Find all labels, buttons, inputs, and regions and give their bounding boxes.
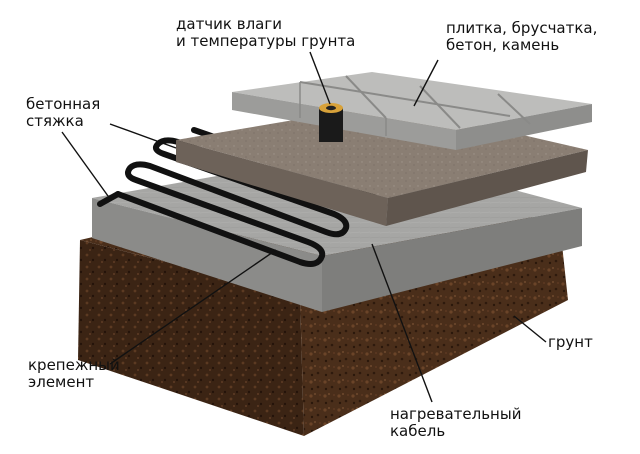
- tile-joint: [345, 75, 387, 119]
- label-fastener: крепежный элемент: [28, 357, 120, 391]
- leader-soil: [513, 315, 547, 343]
- tile-front-face: [232, 92, 456, 150]
- tile-joint: [419, 85, 461, 129]
- label-fastener-line-1: крепежный: [28, 356, 120, 374]
- base-slab-right-face: [322, 208, 582, 312]
- label-tiles-line-1: плитка, брусчатка,: [446, 19, 598, 37]
- label-tiles-line-2: бетон, камень: [446, 36, 560, 54]
- tile-layer: [232, 72, 592, 150]
- leader-sensor: [309, 51, 331, 105]
- label-screed-line-1: бетонная: [26, 95, 101, 113]
- label-soil-line-1: грунт: [548, 333, 593, 351]
- label-cable-line-2: кабель: [390, 422, 446, 440]
- screed-left-face: [176, 140, 388, 226]
- leader-screed: [109, 123, 177, 149]
- sensor-top-hole: [326, 105, 336, 111]
- label-fastener-line-2: элемент: [28, 373, 95, 391]
- label-screed-line-2: стяжка: [26, 112, 84, 130]
- leader-tiles: [413, 59, 439, 107]
- sensor-body: [319, 108, 343, 142]
- label-screed: бетонная стяжка: [26, 96, 100, 130]
- base-slab-left-face: [92, 198, 322, 312]
- tile-right-face: [456, 104, 592, 150]
- leader-cable: [371, 243, 433, 403]
- label-sensor-line-1: датчик влаги: [176, 15, 282, 33]
- label-soil: грунт: [548, 334, 593, 351]
- screed-right-face: [386, 150, 588, 226]
- leader-lines: [61, 51, 547, 403]
- label-cable-line-1: нагревательный: [390, 405, 522, 423]
- leader-fastener: [109, 249, 277, 365]
- soil-left-face: [78, 240, 304, 436]
- tile-joint: [299, 81, 511, 117]
- label-cable: нагревательный кабель: [390, 406, 521, 440]
- label-sensor: датчик влаги и температуры грунта: [176, 16, 355, 50]
- heating-cable-lead: [97, 191, 121, 207]
- tile-joint: [497, 93, 531, 125]
- moisture-temperature-sensor-icon: [319, 103, 343, 142]
- leader-cable-lead: [61, 131, 109, 197]
- label-tiles: плитка, брусчатка, бетон, камень: [446, 20, 597, 54]
- label-sensor-line-2: и температуры грунта: [176, 32, 356, 50]
